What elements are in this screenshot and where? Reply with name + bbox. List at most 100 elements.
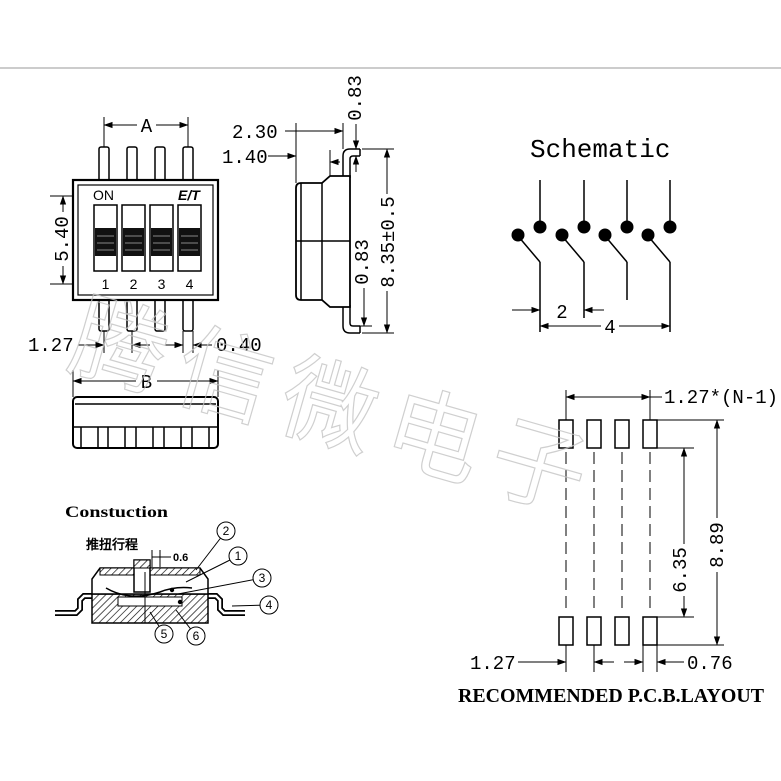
- callout-5: 5: [154, 624, 174, 644]
- switch-number: 1: [102, 276, 110, 292]
- front-view: ON E/T 1: [28, 116, 262, 357]
- dimension-a: A: [103, 116, 189, 147]
- fixed-contact: [663, 220, 677, 234]
- switch-number: 4: [186, 276, 194, 292]
- base-cavity: [117, 596, 183, 607]
- dim-pitch-label: 1.27: [28, 335, 74, 357]
- callout-4: 4: [259, 595, 279, 615]
- pad: [558, 616, 574, 646]
- pad: [586, 419, 602, 449]
- top-pins: [98, 146, 194, 184]
- switch-slot-4: [177, 204, 202, 272]
- callout-2: 2: [216, 521, 236, 541]
- callout-number: 5: [161, 627, 168, 641]
- pcb-layout-caption: RECOMMENDED P.C.B.LAYOUT: [458, 685, 765, 707]
- switch-slot-1: [93, 204, 118, 272]
- dim-pin-width-label: 0.40: [216, 335, 262, 357]
- slider-actuator: [95, 228, 116, 256]
- callouts: 1 2 3 4 5 6: [149, 521, 279, 646]
- dim-b-label: B: [141, 372, 152, 394]
- fixed-contact: [533, 220, 547, 234]
- dim-height-label: 5.40: [52, 216, 74, 262]
- callout-number: 1: [235, 549, 242, 563]
- dimension-inner: 6.35: [657, 447, 694, 618]
- construction-title: Constuction: [65, 504, 168, 521]
- dim-pcb-pitch-label: 1.27: [470, 653, 516, 675]
- pin: [98, 146, 110, 184]
- slider-actuator: [151, 228, 172, 256]
- dimension-lead-mid: 0.83: [352, 239, 374, 327]
- dim-schematic-pitch-label: 2: [556, 302, 567, 324]
- switch-slot-2: [121, 204, 146, 272]
- callout-6: 6: [186, 626, 206, 646]
- dim-width-label: 2.30: [232, 122, 278, 144]
- left-lead: [55, 593, 102, 616]
- contact-point: [177, 599, 183, 605]
- dim-outer-label: 8.89: [707, 522, 729, 568]
- dimension-overall: 8.35±0.5: [362, 148, 400, 334]
- callout-3: 3: [252, 568, 272, 588]
- bottom-pads: [558, 616, 658, 646]
- switch-number: 3: [158, 276, 166, 292]
- switch-symbol-3: [598, 180, 634, 300]
- dim-step-label: 1.40: [222, 147, 268, 169]
- callout-1: 1: [228, 546, 248, 566]
- brand-logo: E/T: [178, 187, 201, 203]
- dimension-pad-span: 1.27*(N-1): [565, 387, 778, 420]
- callout-number: 3: [259, 571, 266, 585]
- pin: [154, 146, 166, 184]
- switch-number: 2: [130, 276, 138, 292]
- travel-dimension: [151, 550, 171, 567]
- travel-value: 0.6: [173, 552, 188, 564]
- dim-lead-top-label: 0.83: [345, 75, 367, 121]
- dimension-schematic-span: 4: [539, 317, 671, 339]
- dim-schematic-span-label: 4: [604, 317, 615, 339]
- moving-contact: [511, 228, 525, 242]
- slider-actuator: [179, 228, 200, 256]
- bottom-view: B: [72, 370, 219, 449]
- dim-a-label: A: [141, 116, 153, 138]
- pad: [614, 419, 630, 449]
- dimension-schematic-pitch: 2: [512, 302, 604, 324]
- right-lead: [198, 593, 245, 616]
- dim-lead-mid-label: 0.83: [352, 239, 374, 285]
- switch-symbol-2: [555, 180, 591, 318]
- dim-inner-label: 6.35: [670, 547, 692, 593]
- dimension-pitch-and-pad-width: 1.27 0.76: [470, 645, 733, 675]
- pad: [642, 616, 658, 646]
- dimension-step: 1.40: [222, 147, 340, 176]
- pin: [182, 146, 194, 184]
- switch-symbol-1: [511, 180, 547, 332]
- moving-contact: [555, 228, 569, 242]
- dim-pad-width-label: 0.76: [687, 653, 733, 675]
- switch-body-inner: [77, 184, 214, 296]
- dimension-pitch-and-pin-width: 1.27 0.40: [28, 331, 262, 357]
- bottom-lead: [342, 305, 361, 334]
- contact-spring: [105, 586, 193, 597]
- pad: [586, 616, 602, 646]
- moving-contact: [641, 228, 655, 242]
- switch-symbol-4: [641, 180, 677, 332]
- dimension-lead-top: 0.83: [345, 75, 367, 172]
- schematic-title: Schematic: [530, 135, 670, 165]
- top-pads: [558, 419, 658, 449]
- pin: [126, 146, 138, 184]
- contact-point: [169, 587, 175, 593]
- dim-overall-label: 8.35±0.5: [378, 196, 400, 287]
- dimension-outer: 8.89: [657, 419, 729, 646]
- slider-knob-cap: [133, 559, 151, 569]
- pad: [614, 616, 630, 646]
- dim-pad-span-label: 1.27*(N-1): [664, 387, 778, 409]
- travel-label: 推扭行程: [86, 537, 138, 553]
- callout-number: 2: [223, 524, 230, 538]
- pad: [642, 419, 658, 449]
- bottom-pin-lines: [80, 427, 210, 448]
- side-view: 2.30 1.40 0.83 8.35±0.5 0.83: [222, 75, 400, 334]
- callout-number: 4: [266, 598, 273, 612]
- on-label: ON: [93, 187, 114, 203]
- center-lines: [565, 452, 651, 614]
- fixed-contact: [577, 220, 591, 234]
